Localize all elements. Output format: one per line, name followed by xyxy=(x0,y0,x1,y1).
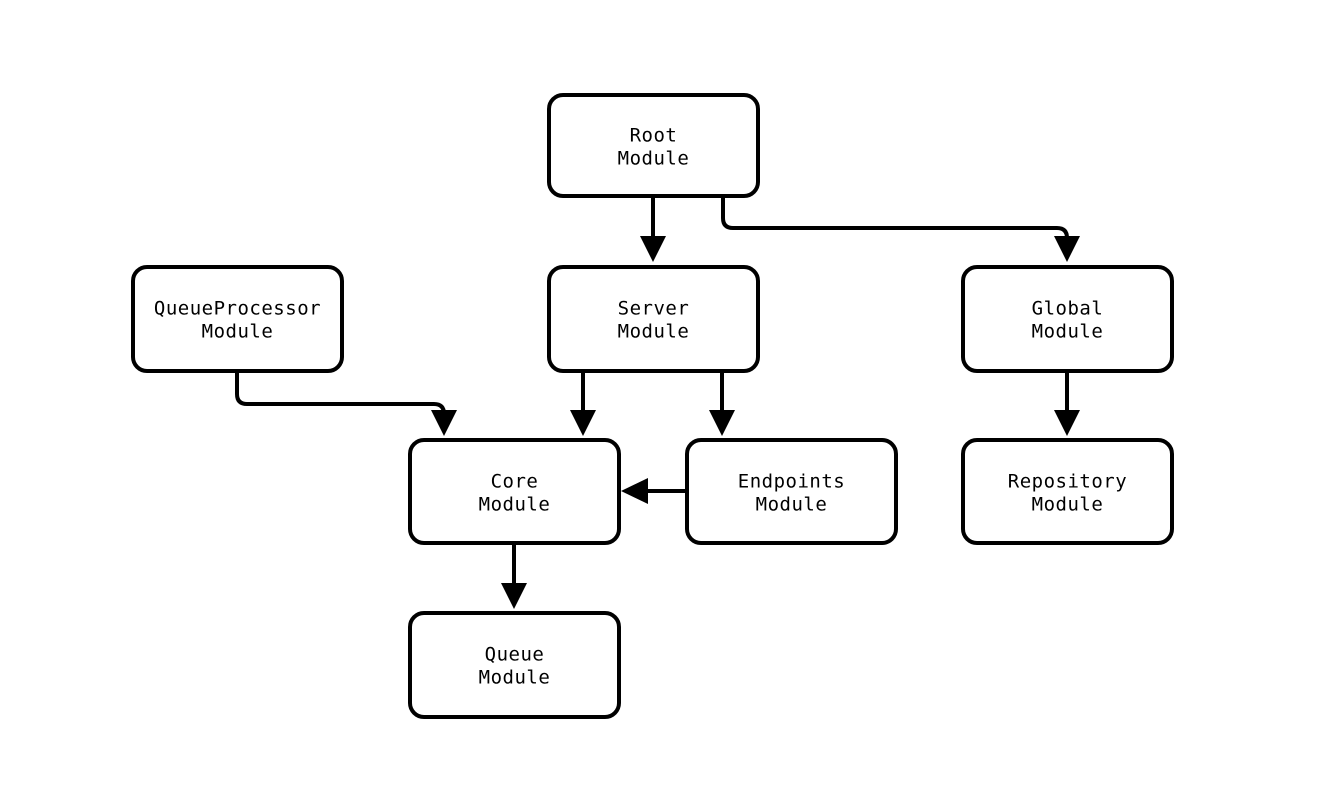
node-endpoints-module[interactable]: Endpoints Module xyxy=(685,438,898,545)
edge-server-core-arrowhead xyxy=(570,410,596,436)
edge-server-core xyxy=(570,371,596,436)
node-queueprocessor-module-box[interactable] xyxy=(131,265,344,373)
node-server-module[interactable]: Server Module xyxy=(547,265,760,373)
node-root-module-box[interactable] xyxy=(547,93,760,198)
edge-global-repository xyxy=(1054,371,1080,436)
edge-root-server-arrowhead xyxy=(640,236,666,262)
node-server-module-label-line2: Module xyxy=(618,321,690,343)
node-core-module[interactable]: Core Module xyxy=(408,438,621,545)
node-repository-module-box[interactable] xyxy=(961,438,1174,545)
edge-queueprocessor-core-arrowhead xyxy=(431,410,457,436)
edge-endpoints-core xyxy=(621,478,687,504)
edge-server-endpoints-arrowhead xyxy=(709,410,735,436)
node-queue-module-box[interactable] xyxy=(408,611,621,719)
node-root-module-label-line1: Root xyxy=(630,125,678,147)
node-queue-module-label-line1: Queue xyxy=(485,644,545,666)
node-core-module-box[interactable] xyxy=(408,438,621,545)
node-global-module-label-line2: Module xyxy=(1032,321,1104,343)
node-queueprocessor-module-label-line2: Module xyxy=(202,321,274,343)
node-repository-module-label-line2: Module xyxy=(1032,494,1104,516)
edge-queueprocessor-core-line xyxy=(235,371,446,416)
edge-root-global-arrowhead xyxy=(1054,236,1080,262)
node-server-module-label-line1: Server xyxy=(618,298,690,320)
edge-root-global xyxy=(721,196,1080,262)
edge-core-queue xyxy=(501,543,527,609)
node-queueprocessor-module-label-line1: QueueProcessor xyxy=(154,298,321,320)
node-core-module-label-line1: Core xyxy=(491,471,539,493)
edge-endpoints-core-arrowhead xyxy=(621,478,648,504)
node-repository-module[interactable]: Repository Module xyxy=(961,438,1174,545)
node-repository-module-label-line1: Repository xyxy=(1008,471,1127,493)
node-queueprocessor-module[interactable]: QueueProcessor Module xyxy=(131,265,344,373)
node-core-module-label-line2: Module xyxy=(479,494,551,516)
node-server-module-box[interactable] xyxy=(547,265,760,373)
node-queue-module[interactable]: Queue Module xyxy=(408,611,621,719)
node-endpoints-module-label-line1: Endpoints xyxy=(738,471,845,493)
node-queue-module-label-line2: Module xyxy=(479,667,551,689)
edge-core-queue-arrowhead xyxy=(501,583,527,609)
edge-server-endpoints xyxy=(709,371,735,436)
node-global-module-label-line1: Global xyxy=(1032,298,1104,320)
node-global-module[interactable]: Global Module xyxy=(961,265,1174,373)
node-global-module-box[interactable] xyxy=(961,265,1174,373)
edge-root-server xyxy=(640,196,666,262)
node-endpoints-module-box[interactable] xyxy=(685,438,898,545)
node-endpoints-module-label-line2: Module xyxy=(756,494,828,516)
edge-queueprocessor-core xyxy=(235,371,457,436)
node-root-module-label-line2: Module xyxy=(618,148,690,170)
edge-root-global-line xyxy=(721,196,1069,243)
edge-global-repository-arrowhead xyxy=(1054,410,1080,436)
node-root-module[interactable]: Root Module xyxy=(547,93,760,198)
